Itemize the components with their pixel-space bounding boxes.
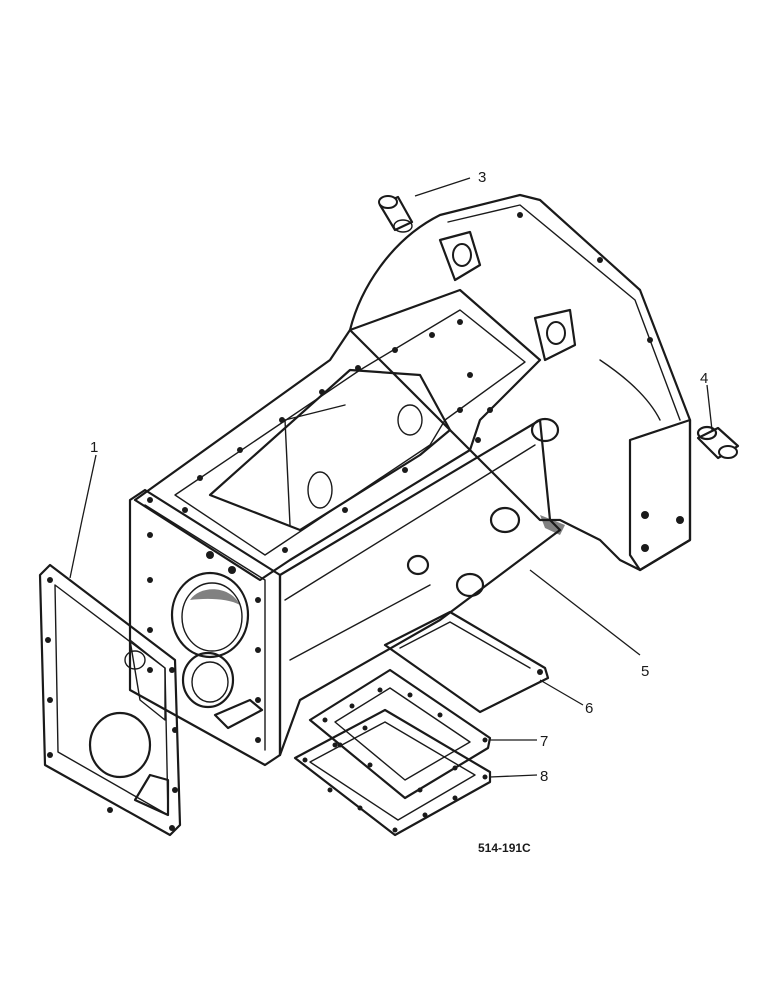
leader-5 xyxy=(529,569,641,656)
drawing-reference-code: 514-191C xyxy=(478,841,531,855)
callout-5: 5 xyxy=(641,663,649,680)
callout-7: 7 xyxy=(540,733,548,750)
bushing-part-3 xyxy=(378,195,414,233)
bushing-part-4 xyxy=(696,425,740,460)
transmission-housing xyxy=(128,193,692,767)
callout-6: 6 xyxy=(585,700,593,717)
callout-3: 3 xyxy=(478,169,486,186)
leader-lines xyxy=(69,177,713,778)
bottom-plate-part-8 xyxy=(293,708,492,837)
callout-4: 4 xyxy=(700,370,708,387)
leader-8 xyxy=(489,774,538,778)
leader-6 xyxy=(539,679,584,706)
front-gasket-part-1 xyxy=(38,563,182,837)
callout-1: 1 xyxy=(90,439,98,456)
cover-plate-part-6 xyxy=(383,610,550,714)
callout-8: 8 xyxy=(540,768,548,785)
gasket-part-7 xyxy=(308,668,492,800)
leader-4 xyxy=(706,384,713,431)
leader-1 xyxy=(69,454,97,579)
leader-3 xyxy=(414,177,471,197)
